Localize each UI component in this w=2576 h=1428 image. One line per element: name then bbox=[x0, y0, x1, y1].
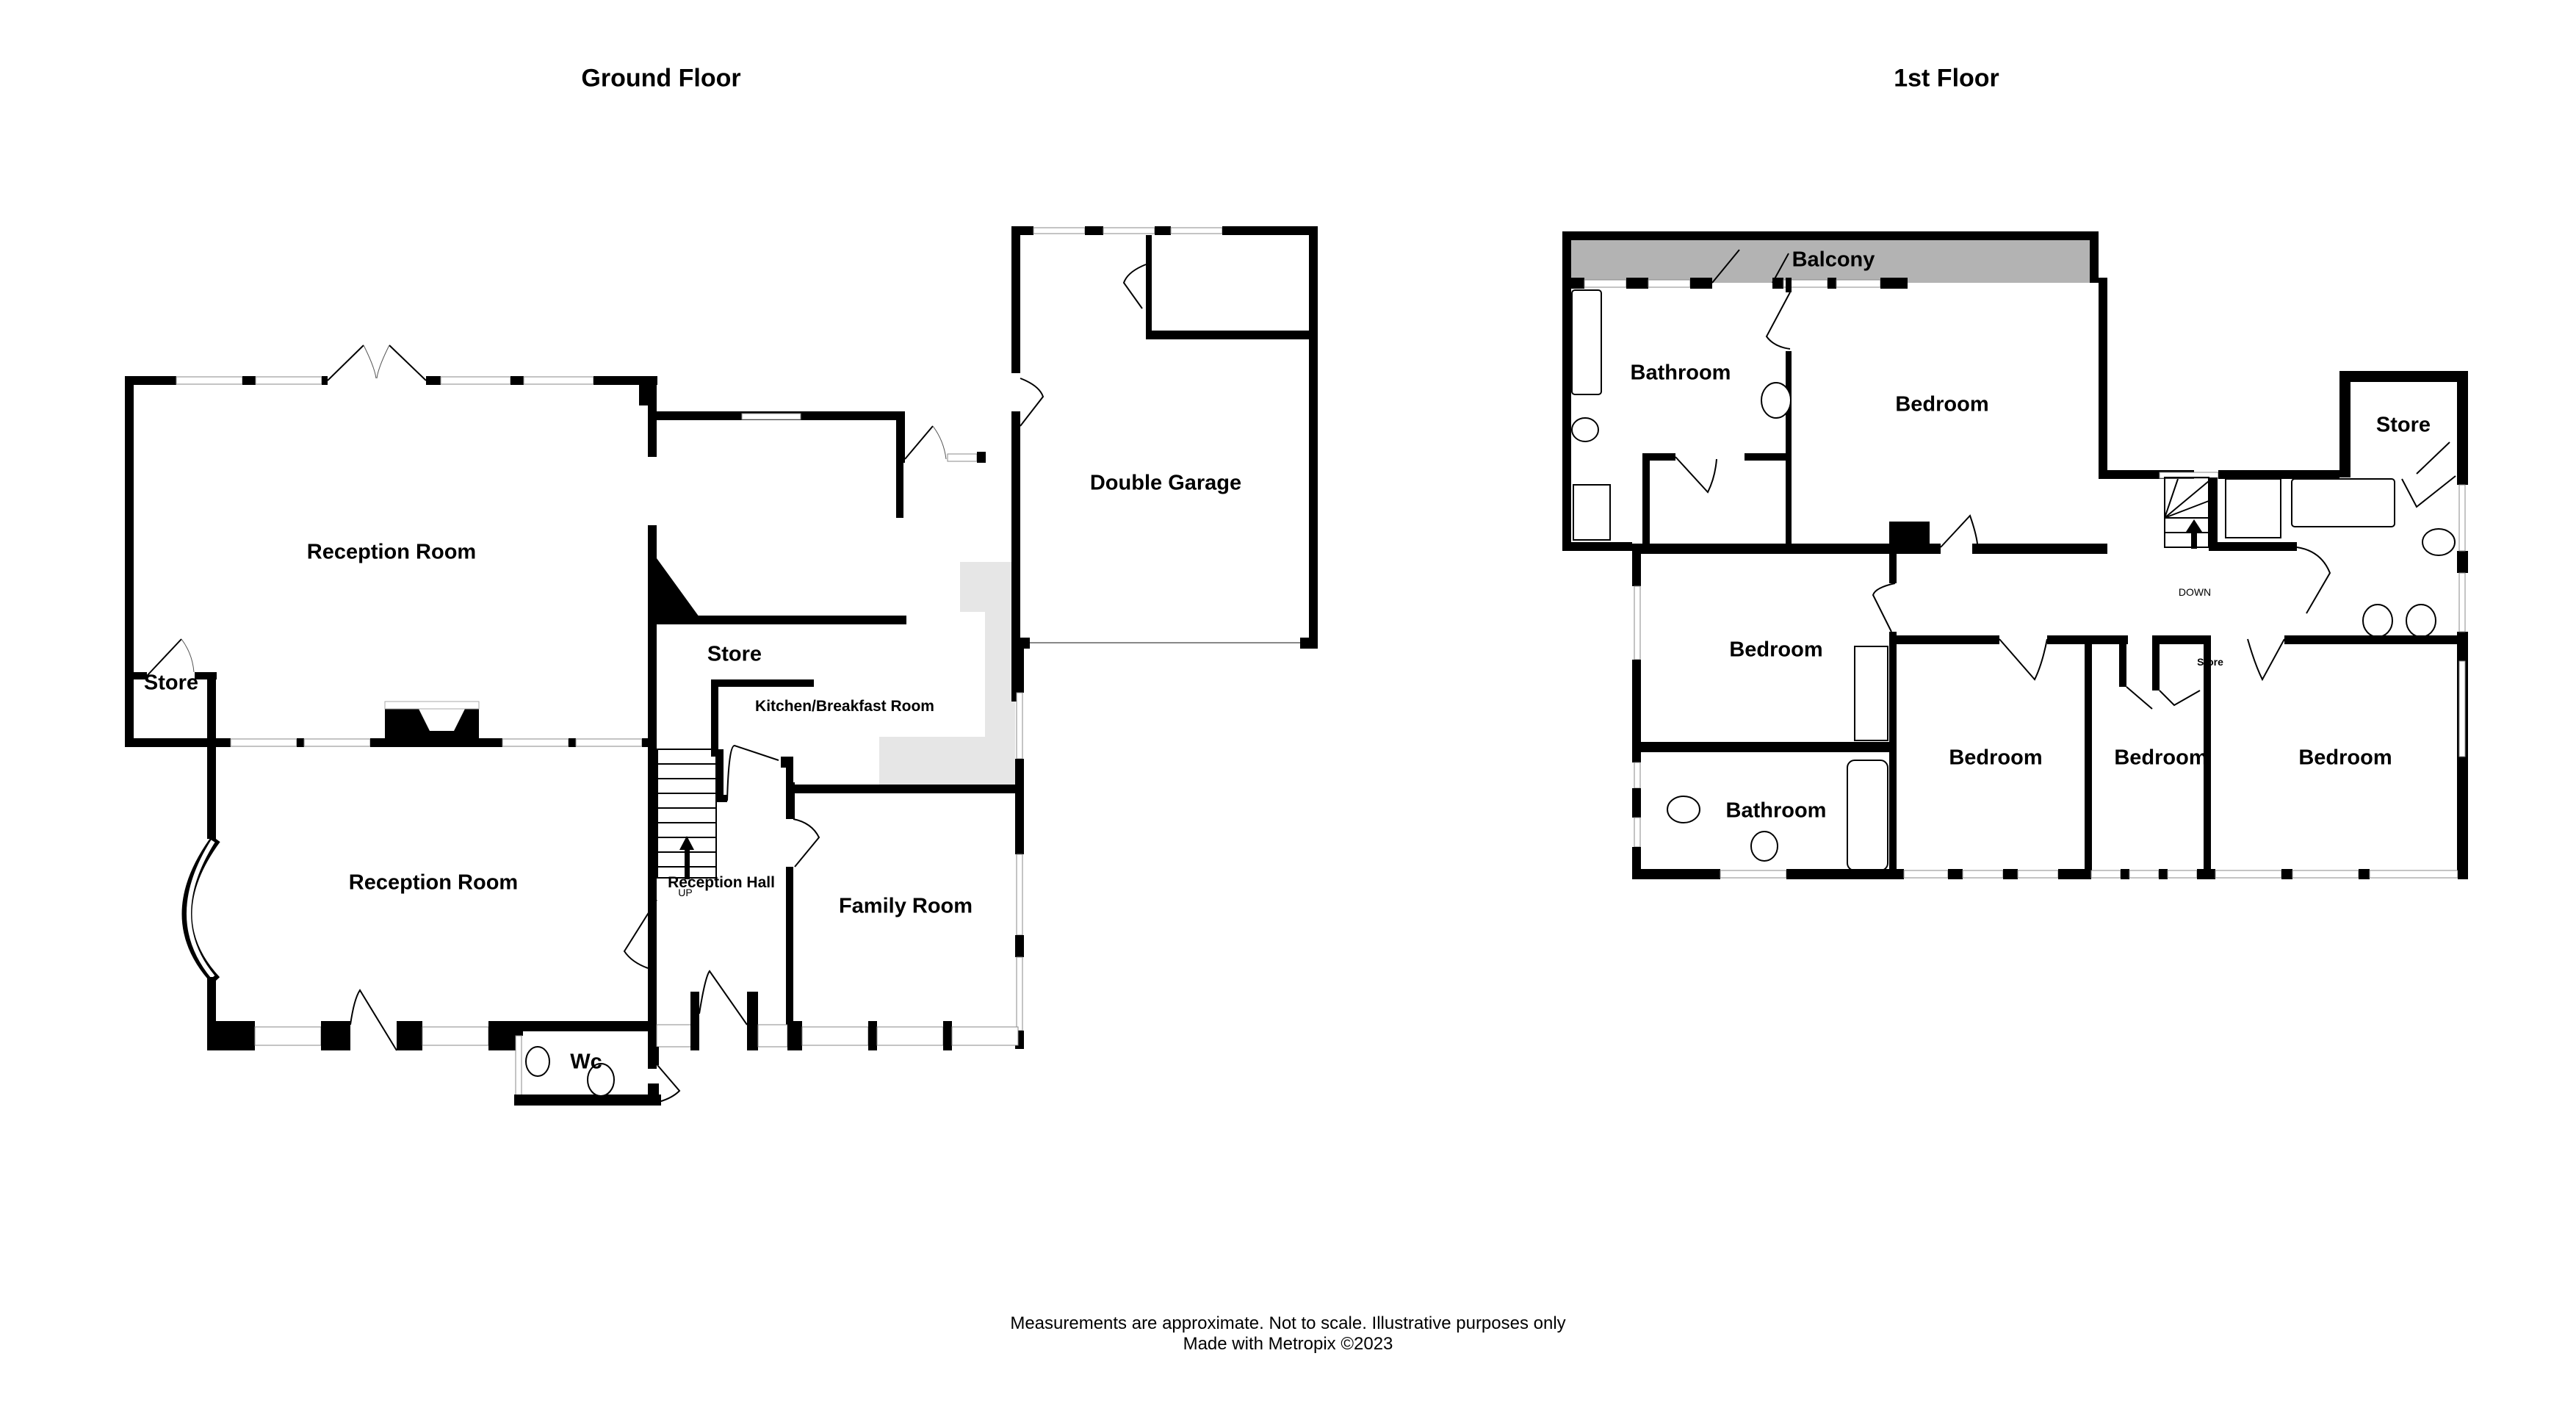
first-floor-title: 1st Floor bbox=[1894, 64, 1999, 93]
room-label-reception-room-upper: Reception Room bbox=[306, 540, 477, 564]
room-label-bedroom: Bedroom bbox=[1729, 638, 1823, 662]
disclaimer-line: Measurements are approximate. Not to sca… bbox=[1010, 1313, 1566, 1333]
room-label-bedroom: Bedroom bbox=[2114, 746, 2208, 770]
room-label-bedroom-master: Bedroom bbox=[1895, 392, 1989, 416]
ground-floor-plan bbox=[125, 226, 1318, 1106]
first-floor-plan bbox=[1562, 231, 2468, 879]
fireplace bbox=[385, 709, 479, 738]
stairs-down-label: DOWN bbox=[2178, 586, 2212, 598]
room-label-reception-hall: Reception Hall bbox=[668, 874, 775, 891]
room-label-reception-room-lower: Reception Room bbox=[348, 870, 519, 895]
room-label-store: Store bbox=[2375, 413, 2431, 437]
room-label-bedroom: Bedroom bbox=[1949, 746, 2043, 770]
room-label-family-room: Family Room bbox=[838, 894, 973, 918]
room-label-bathroom-ensuite: Bathroom bbox=[1630, 361, 1731, 385]
room-label-store: Store bbox=[143, 671, 199, 695]
room-label-wc: Wc bbox=[570, 1050, 602, 1074]
kitchen-counter bbox=[879, 562, 1015, 785]
wc-basin bbox=[587, 1063, 615, 1097]
stairs-up-label: UP bbox=[678, 887, 693, 898]
footer-disclaimer: Measurements are approximate. Not to sca… bbox=[1010, 1313, 1565, 1355]
room-label-store-small: Store bbox=[2197, 656, 2223, 668]
credit-line: Made with Metropix ©2023 bbox=[1183, 1334, 1393, 1354]
room-label-double-garage: Double Garage bbox=[1089, 471, 1242, 495]
staircase-down bbox=[2164, 477, 2209, 548]
room-label-store: Store bbox=[707, 642, 762, 666]
wc-toilet bbox=[525, 1046, 550, 1077]
store-triangle bbox=[657, 558, 699, 617]
ground-floor-title: Ground Floor bbox=[581, 64, 741, 93]
room-label-bathroom: Bathroom bbox=[1725, 798, 1827, 823]
room-label-balcony: Balcony bbox=[1792, 248, 1875, 272]
room-label-bedroom: Bedroom bbox=[2298, 746, 2392, 770]
room-label-kitchen-breakfast-room: Kitchen/Breakfast Room bbox=[755, 698, 934, 715]
